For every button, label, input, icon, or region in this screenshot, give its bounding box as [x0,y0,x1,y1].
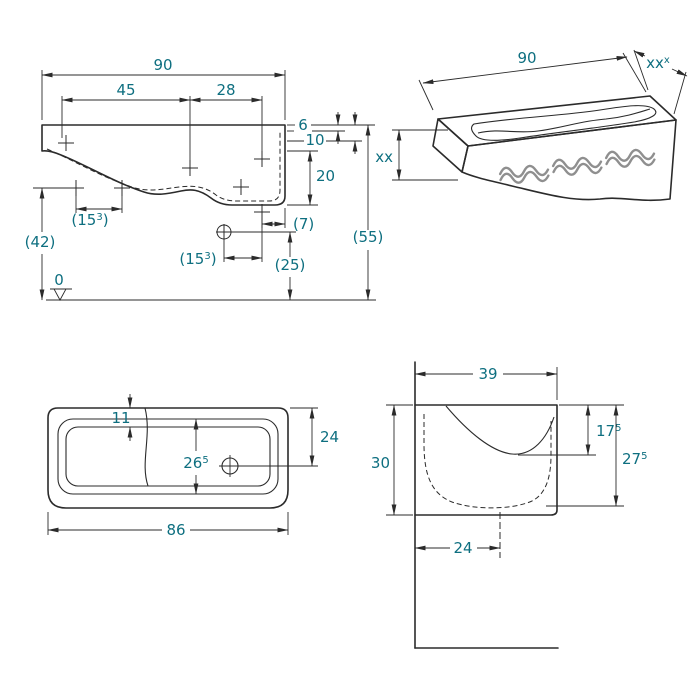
wave-line [498,164,550,178]
fixing-point-marker [253,203,271,221]
dim-label-24-side: 24 [453,539,472,557]
dim-label-24-plan: 24 [320,428,339,446]
decor-wave-1 [498,164,550,184]
ext-line [622,52,647,93]
dim-rim-back-10: 10 [287,112,362,154]
dim-label-86: 86 [166,521,185,539]
dim-bowl-depth-20: 20 [287,150,335,206]
dim-label-persp-90: 90 [517,49,536,67]
fixing-point-marker [232,178,250,196]
basin-bowl-wave-edge [477,108,651,134]
wave-line [552,162,603,176]
dim-bowl-depth-27-5: 275 [546,404,647,507]
front-elevation-view: 90 45 28 6 10 [25,56,384,301]
dim-total-height-55: (55) [353,124,384,301]
plan-view: 11 24 265 86 [47,394,339,539]
ext-line [673,71,687,115]
dim-label-39: 39 [478,365,497,383]
fixing-point-markers [57,134,271,241]
ext-line [418,79,434,111]
dim-perspective-width-90: 90 [418,49,647,111]
fixing-point-marker [181,159,199,177]
dim-label-15-3-drain: (153) [179,250,216,268]
dim-perspective-depth-xx: xxx [633,49,688,115]
wave-line [605,154,656,168]
dim-tap-offset-side-24: 24 [240,407,339,467]
bowl-inner-edge [65,426,271,487]
dim-label-11: 11 [111,409,130,427]
fixing-point-marker [67,179,85,197]
dim-label-10: 10 [305,131,324,149]
dim-bowl-inner-depth-26-5: 265 [183,418,209,495]
bowl-hidden-contour [423,414,552,509]
fixing-point-marker [253,150,271,168]
dim-label-17-5: 175 [596,422,621,440]
rim-inner-edge [57,418,279,495]
dim-right-width-front: 28 [189,81,263,152]
datum-triangle-icon [53,288,67,301]
dim-label-30: 30 [371,454,390,472]
dim-label-15-3-left: (153) [71,211,108,229]
dim-drain-height-25: (25) [232,231,306,301]
dim-inner-length-86: 86 [47,512,289,539]
dim-rim-front-6: 6 [287,112,375,144]
dim-fix-height-42: (42) [25,187,70,301]
basin-hidden-rim-front [46,131,281,202]
dim-label-27-5: 275 [622,450,647,468]
dim-perspective-height-xx: xx [375,129,458,181]
dim-drain-offset-24: 24 [414,539,501,557]
dim-label-xx: xx [375,148,393,166]
wave-line [604,148,656,162]
dim-label-7: (7) [293,215,314,233]
dim-label-28: 28 [216,81,235,99]
basin-outline-plan [47,407,289,509]
dim-depth-total-39: 39 [414,365,558,400]
faucet-hole [219,455,241,477]
wave-line [551,156,603,170]
dim-line [422,55,628,85]
drain-circle [216,224,232,240]
perspective-view: 90 xxx xx [375,49,688,202]
dim-label-90: 90 [153,56,172,74]
dim-tap-offset-back-11: 11 [111,394,133,441]
datum-level: 0 [46,271,376,301]
dim-line [671,68,688,77]
basin-outline-front [41,124,286,206]
fixing-point-marker [57,134,75,152]
datum-label-0: 0 [54,271,64,289]
drain-center-marker [215,223,233,241]
dim-fix-pitch-left: (153) [71,195,123,229]
dim-height-total-30: 30 [371,404,413,516]
dim-label-45: 45 [116,81,135,99]
dim-line [633,50,646,58]
bowl-shelf-divider [144,407,149,487]
fixing-point-marker [113,179,131,197]
dim-label-6: 6 [298,116,308,134]
decor-wave-3 [604,148,656,168]
decor-wave-pattern [498,148,656,184]
basin-inner-rim [471,105,657,141]
front-wave-profile [445,405,555,455]
side-section-view: 39 30 175 275 24 [371,361,647,649]
dim-overall-width-front: 90 [41,56,286,120]
dim-left-width-front: 45 [61,81,191,162]
dim-label-25: (25) [275,256,306,274]
basin-front-face [461,119,677,202]
dim-label-26-5: 265 [183,454,208,472]
basin-left-face [432,118,469,173]
decor-wave-2 [551,156,603,176]
dim-label-20: 20 [316,167,335,185]
dim-label-xx-sup: xxx [646,54,670,72]
wave-line [499,170,550,184]
dim-fix-pitch-drain: (153) [179,218,263,268]
dim-label-42: (42) [25,233,56,251]
dim-label-55: (55) [353,228,384,246]
basin-outline-side [414,404,558,516]
